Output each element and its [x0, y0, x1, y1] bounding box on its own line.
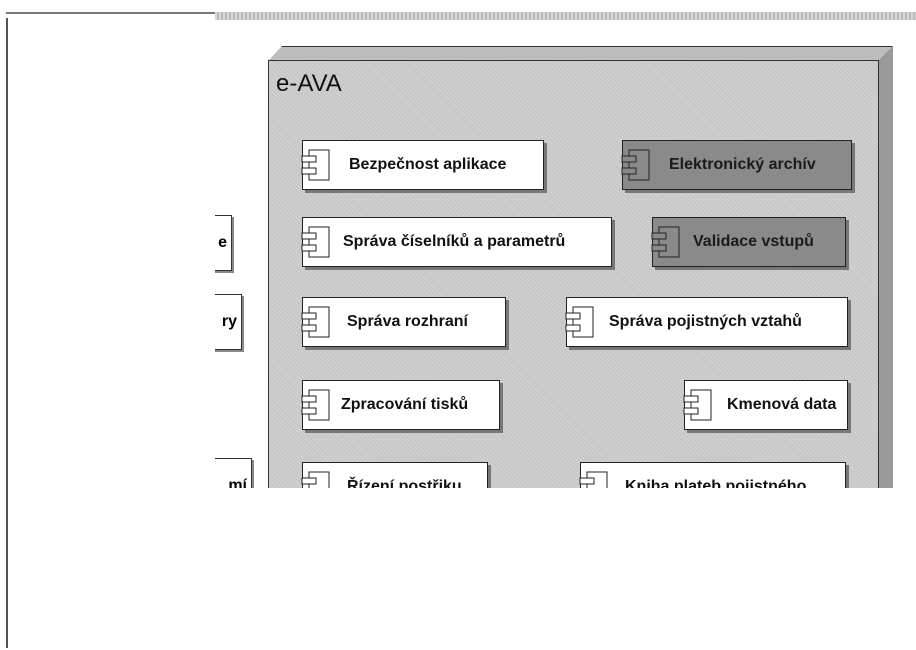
component-icon	[651, 226, 680, 258]
component-icon	[621, 149, 650, 181]
component-label: Bezpečnost aplikace	[349, 156, 507, 173]
component-label: Správa číselníků a parametrů	[343, 233, 566, 250]
component-bezpecnost-aplikace: Bezpečnost aplikace	[301, 140, 544, 190]
left-partial-label-2: ry	[221, 313, 237, 330]
component-sprava-pojistnych-vztahu: Správa pojistných vztahů	[565, 297, 848, 347]
component-validace-vstupu: Validace vstupů	[651, 217, 846, 267]
package-e-ava	[268, 60, 879, 500]
diagram-top-strip	[215, 12, 916, 20]
component-label: Zpracování tisků	[341, 396, 469, 413]
component-zpracovani-tisku: Zpracování tisků	[301, 380, 500, 430]
left-white-area	[8, 14, 215, 488]
component-sprava-ciselniku: Správa číselníků a parametrů	[301, 217, 612, 267]
component-icon	[565, 306, 594, 338]
component-icon	[301, 226, 330, 258]
component-icon	[301, 306, 330, 338]
component-label: Kmenová data	[727, 396, 837, 413]
component-elektronicky-archiv: Elektronický archív	[621, 140, 852, 190]
component-label: Správa pojistných vztahů	[609, 313, 802, 330]
component-label: Validace vstupů	[693, 233, 814, 250]
package-title: e-AVA	[276, 70, 342, 97]
package-top-face	[268, 46, 893, 61]
package-side-face	[879, 46, 893, 500]
diagram-frame-left	[6, 18, 8, 648]
diagram-frame-left-lower	[6, 488, 8, 648]
component-icon	[301, 149, 330, 181]
component-label: Elektronický archív	[669, 156, 816, 173]
component-icon	[301, 389, 330, 421]
left-partial-label-1: e	[218, 234, 227, 251]
crop-mask	[0, 488, 916, 650]
component-kmenova-data: Kmenová data	[683, 380, 848, 430]
component-sprava-rozhrani: Správa rozhraní	[301, 297, 506, 347]
component-icon	[683, 389, 712, 421]
component-label: Správa rozhraní	[347, 313, 468, 330]
